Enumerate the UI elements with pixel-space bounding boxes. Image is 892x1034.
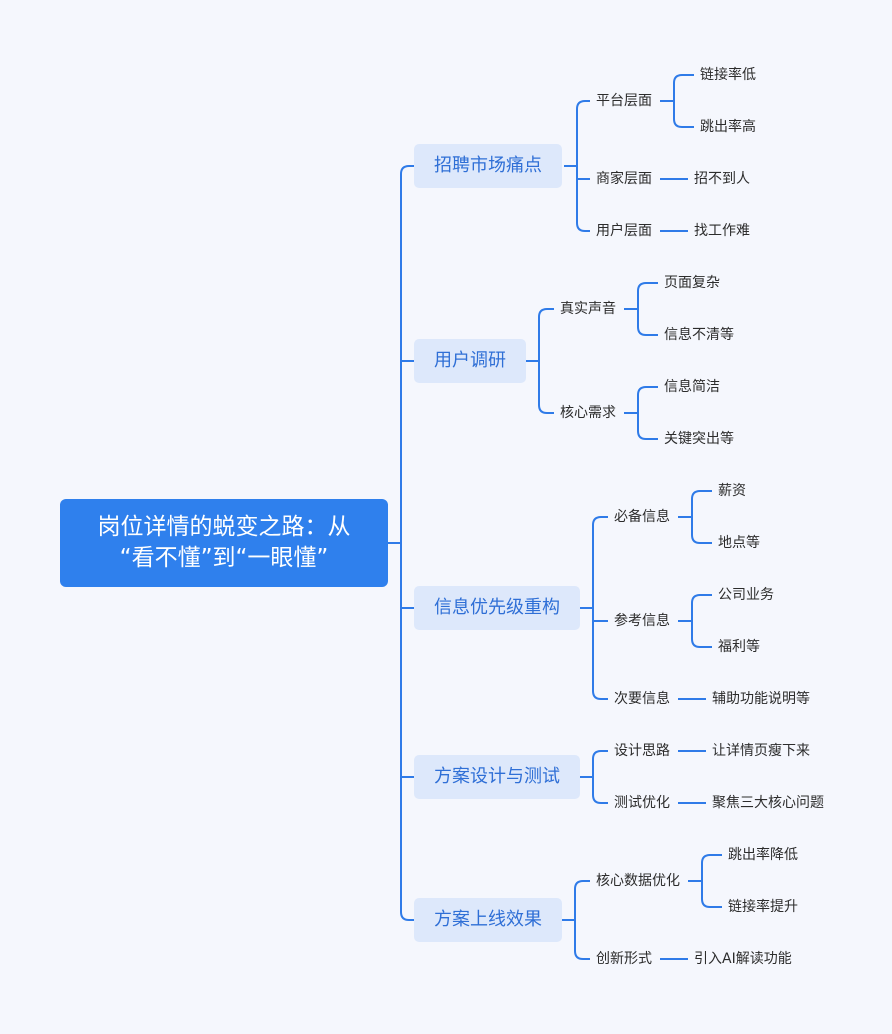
branch-node-1[interactable]: 用户调研 [414,339,526,383]
detail-node-0-1-0[interactable]: 招不到人 [694,171,750,187]
branch-1-connector-branch-0 [538,308,554,318]
detail-node-4-0-0[interactable]: 跳出率降低 [728,847,798,863]
branch-4-connector-branch-1 [574,950,590,960]
detail-node-1-1-1[interactable]: 关键突出等 [664,431,734,447]
topic-node-2-2[interactable]: 次要信息 [614,691,670,707]
branch-3-connector-branch-0 [592,750,608,760]
detail-node-2-1-0[interactable]: 公司业务 [718,587,774,603]
branch-node-4[interactable]: 方案上线效果 [414,898,562,942]
detail-node-1-1-0[interactable]: 信息简洁 [664,379,720,395]
detail-node-2-0-0[interactable]: 薪资 [718,483,746,499]
topic-node-4-1[interactable]: 创新形式 [596,951,652,967]
topic-1-0-connector-branch-0 [637,282,658,292]
detail-node-3-0-0[interactable]: 让详情页瘦下来 [712,743,810,759]
detail-node-0-0-1[interactable]: 跳出率高 [700,119,756,135]
topic-2-0-connector-branch-1 [691,534,712,544]
topic-2-1-connector-branch-1 [691,638,712,648]
branch-node-3[interactable]: 方案设计与测试 [414,755,580,799]
trunk-branch-4 [400,911,414,921]
detail-node-0-0-0[interactable]: 链接率低 [700,67,756,83]
topic-node-4-0[interactable]: 核心数据优化 [596,873,680,889]
branch-3-connector-branch-1 [592,794,608,804]
detail-node-4-1-0[interactable]: 引入AI解读功能 [694,951,792,967]
branch-2-connector-branch-0 [592,516,608,526]
topic-1-0-connector-branch-1 [637,326,658,336]
detail-node-2-0-1[interactable]: 地点等 [718,535,760,551]
topic-0-0-connector-branch-0 [673,74,694,84]
detail-node-0-2-0[interactable]: 找工作难 [694,223,750,239]
trunk-branch-0 [400,165,414,175]
topic-1-1-connector-branch-1 [637,430,658,440]
detail-node-1-0-0[interactable]: 页面复杂 [664,275,720,291]
detail-node-3-1-0[interactable]: 聚焦三大核心问题 [712,795,824,811]
topic-2-1-connector-branch-0 [691,594,712,604]
detail-node-1-0-1[interactable]: 信息不清等 [664,327,734,343]
topic-node-0-0[interactable]: 平台层面 [596,93,652,109]
topic-4-0-connector-branch-1 [701,898,722,908]
topic-node-1-0[interactable]: 真实声音 [560,301,616,317]
topic-node-3-1[interactable]: 测试优化 [614,795,670,811]
branch-1-connector-branch-1 [538,404,554,414]
branch-node-2[interactable]: 信息优先级重构 [414,586,580,630]
topic-node-2-0[interactable]: 必备信息 [614,509,670,525]
topic-node-2-1[interactable]: 参考信息 [614,613,670,629]
topic-1-1-connector-branch-0 [637,386,658,396]
detail-node-4-0-1[interactable]: 链接率提升 [728,899,798,915]
topic-4-0-connector-branch-0 [701,854,722,864]
branch-node-0[interactable]: 招聘市场痛点 [414,144,562,188]
detail-node-2-2-0[interactable]: 辅助功能说明等 [712,691,810,707]
detail-node-2-1-1[interactable]: 福利等 [718,639,760,655]
branch-0-connector-branch-2 [576,222,590,232]
topic-node-0-1[interactable]: 商家层面 [596,171,652,187]
topic-0-0-connector-branch-1 [673,118,694,128]
root-node[interactable]: 岗位详情的蜕变之路：从 “看不懂”到“一眼懂” [60,499,388,587]
branch-2-connector-branch-2 [592,690,608,700]
branch-4-connector-branch-0 [574,880,590,890]
topic-node-1-1[interactable]: 核心需求 [560,405,616,421]
topic-node-0-2[interactable]: 用户层面 [596,223,652,239]
topic-node-3-0[interactable]: 设计思路 [614,743,670,759]
root-title-line2: “看不懂”到“一眼懂” [119,545,329,571]
topic-2-0-connector-branch-0 [691,490,712,500]
root-title-line1: 岗位详情的蜕变之路：从 [97,514,351,540]
branch-0-connector-branch-0 [576,100,590,110]
